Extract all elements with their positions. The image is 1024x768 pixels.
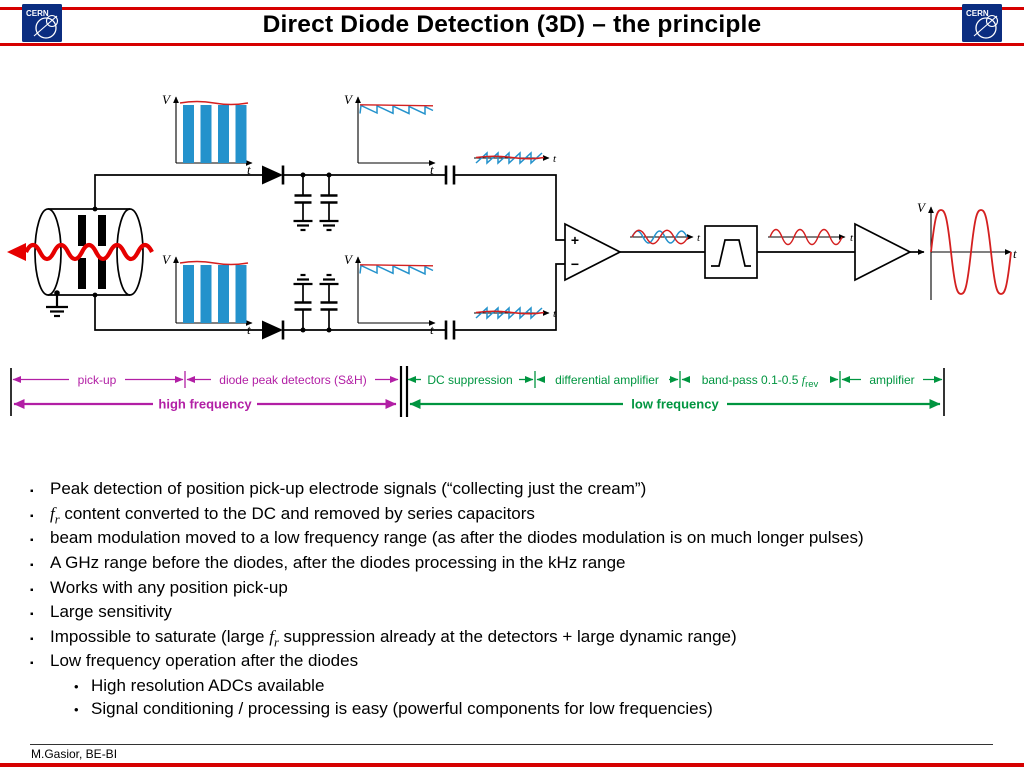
bullet-item: ▪ A GHz range before the diodes, after th…: [30, 553, 992, 573]
plot-output-sine: V t: [917, 200, 1017, 300]
cern-logo: CERN: [22, 4, 62, 42]
bullet-text: fr content converted to the DC and remov…: [50, 503, 535, 527]
beam-arrow: [7, 242, 154, 262]
amp-minus-sign: −: [571, 256, 579, 272]
differential-amplifier: + −: [564, 222, 622, 282]
axis-t-label: t: [430, 322, 434, 337]
cern-logo: CERN: [962, 4, 1002, 42]
diode-bottom: [262, 320, 285, 340]
footer-rule: [30, 744, 993, 745]
bullet-text: Signal conditioning / processing is easy…: [91, 699, 713, 719]
plot-sawtooth-bottom: V t: [344, 252, 436, 337]
sub-bullet-item: • Signal conditioning / processing is eas…: [74, 699, 992, 719]
bullet-marker: ▪: [30, 633, 34, 645]
stage-label-pickup: pick-up: [78, 373, 117, 387]
slide-title: Direct Diode Detection (3D) – the princi…: [262, 11, 762, 38]
cern-logo-text: CERN: [26, 9, 49, 18]
bullet-marker: ▪: [30, 535, 34, 547]
bullet-item: ▪ beam modulation moved to a low frequenc…: [30, 528, 992, 548]
band-label-low-frequency: low frequency: [631, 397, 719, 412]
series-capacitor: [444, 320, 456, 340]
cern-logo-text: CERN: [966, 9, 989, 18]
stage-label-diode-detectors: diode peak detectors (S&H): [219, 373, 366, 387]
bullet-item: ▪ Impossible to saturate (large fr suppre…: [30, 626, 992, 650]
hold-capacitor: [293, 175, 313, 232]
axis-v-label: V: [917, 200, 927, 215]
bullet-item: ▪ Peak detection of position pick-up elec…: [30, 479, 992, 499]
plot-pulses-bottom: V t: [162, 252, 253, 337]
plot-sawtooth-top: V t: [344, 92, 436, 177]
bottom-rule: [0, 763, 1024, 767]
bullet-marker: ▪: [30, 658, 34, 670]
axis-t-label: t: [553, 153, 557, 165]
top-branch: [92, 165, 565, 241]
bullet-item: ▪ fr content converted to the DC and remo…: [30, 503, 992, 527]
series-capacitor: [444, 165, 456, 185]
stage-label-amplifier: amplifier: [869, 373, 914, 387]
bullet-text: A GHz range before the diodes, after the…: [50, 552, 626, 572]
output-amplifier: [854, 222, 912, 282]
stage-label-bandpass: band-pass 0.1-0.5 frev: [702, 373, 819, 390]
hold-capacitor: [319, 273, 339, 330]
axis-t-label: t: [430, 162, 434, 177]
axis-t-label: t: [697, 232, 701, 244]
bullet-text: Works with any position pick-up: [50, 577, 288, 597]
pickup-electrode: [34, 208, 144, 318]
bullet-marker: ▪: [30, 510, 34, 522]
bullet-item: ▪ Low frequency operation after the diode…: [30, 651, 992, 671]
plot-bandpass-output: t: [768, 228, 854, 246]
amp-plus-sign: +: [571, 232, 579, 248]
bullet-marker: ▪: [30, 584, 34, 596]
bullet-item: ▪ Works with any position pick-up: [30, 578, 992, 598]
header-rule-bottom: [0, 43, 1024, 46]
plot-ac-sawtooth-bottom: t: [474, 306, 557, 320]
header-rule-top: [0, 7, 1024, 10]
axis-t-label: t: [553, 308, 557, 320]
bandpass-filter: [704, 225, 758, 279]
bullet-text: beam modulation moved to a low frequency…: [50, 528, 864, 548]
band-label-high-frequency: high frequency: [158, 397, 252, 412]
axis-v-label: V: [344, 92, 354, 107]
plot-pulses-top: V t: [162, 92, 253, 177]
bullet-text: Peak detection of position pick-up elect…: [50, 479, 647, 498]
frequency-bands: high frequency low frequency: [13, 397, 941, 412]
stage-label-differential-amplifier: differential amplifier: [555, 373, 659, 387]
bullet-marker: •: [74, 702, 79, 718]
plot-ac-sawtooth-top: t: [474, 151, 557, 165]
plot-diff-output: t: [630, 229, 701, 245]
axis-v-label: V: [344, 252, 354, 267]
bullet-text: Large sensitivity: [50, 602, 172, 622]
bullet-list: ▪ Peak detection of position pick-up elec…: [30, 479, 992, 723]
axis-t-label: t: [1013, 246, 1017, 261]
axis-v-label: V: [162, 92, 172, 107]
bullet-marker: •: [74, 679, 79, 695]
stage-labels: pick-up diode peak detectors (S&H) DC su…: [10, 366, 945, 417]
bottom-branch: [92, 263, 565, 340]
bullet-marker: ▪: [30, 609, 34, 621]
bullet-item: ▪ Large sensitivity: [30, 602, 992, 622]
bullet-text: Low frequency operation after the diodes: [50, 651, 359, 671]
principle-diagram: V t V t V t V t t: [7, 92, 1017, 417]
diode-top: [262, 165, 285, 185]
bullet-marker: ▪: [30, 486, 34, 497]
axis-v-label: V: [162, 252, 172, 267]
sub-bullet-item: • High resolution ADCs available: [74, 676, 992, 696]
bullet-marker: ▪: [30, 559, 34, 571]
axis-t-label: t: [850, 232, 854, 244]
hold-capacitor: [319, 175, 339, 232]
footer-credit: M.Gasior, BE-BI: [31, 747, 118, 761]
axis-t-label: t: [247, 322, 251, 337]
axis-t-label: t: [247, 162, 251, 177]
bullet-text: High resolution ADCs available: [91, 676, 325, 696]
bullet-text: Impossible to saturate (large fr suppres…: [50, 626, 737, 650]
stage-label-dc-suppression: DC suppression: [427, 373, 512, 387]
hold-capacitor: [293, 273, 313, 330]
